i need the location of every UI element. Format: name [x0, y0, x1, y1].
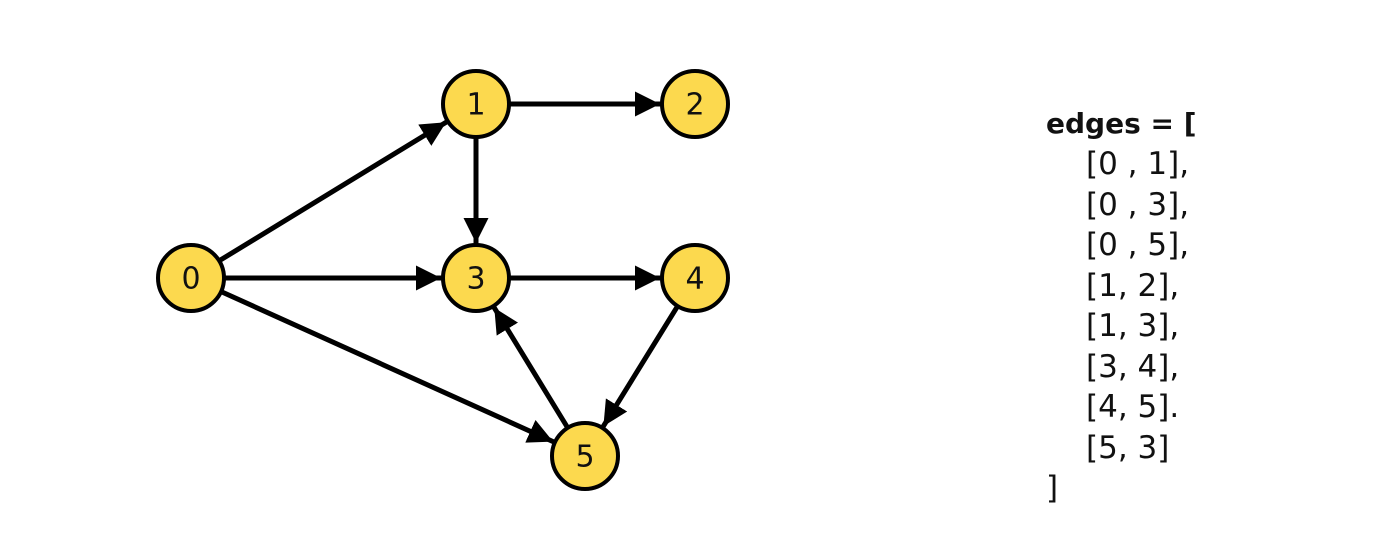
- edge-4-5: [600, 304, 680, 429]
- node-circle: [660, 69, 730, 139]
- node-circle: [550, 421, 620, 491]
- edge-5-3: [491, 305, 570, 430]
- node-3: 3: [441, 243, 511, 313]
- code-header: edges = [: [1046, 107, 1197, 140]
- node-label: 4: [685, 262, 704, 297]
- node-0: 0: [156, 243, 226, 313]
- code-line: [4, 5].: [1086, 389, 1180, 425]
- edges-code-block: edges = [ [0 , 1], [0 , 3], [0 , 5], [1,…: [1046, 104, 1197, 508]
- node-label: 5: [575, 440, 594, 475]
- node-circle: [156, 243, 226, 313]
- node-4: 4: [660, 243, 730, 313]
- code-line: [1, 3],: [1086, 308, 1180, 344]
- node-circle: [441, 69, 511, 139]
- code-footer: ]: [1046, 470, 1059, 506]
- node-label: 3: [466, 262, 485, 297]
- code-line: [0 , 5],: [1086, 227, 1190, 263]
- node-5: 5: [550, 421, 620, 491]
- code-line: [1, 2],: [1086, 267, 1180, 304]
- node-label: 0: [181, 262, 200, 297]
- node-circle: [660, 243, 730, 313]
- code-line: [3, 4],: [1086, 348, 1180, 385]
- code-line: [0 , 3],: [1086, 186, 1190, 223]
- node-1: 1: [441, 69, 511, 139]
- code-line: [0 , 1],: [1086, 146, 1190, 182]
- node-label: 2: [685, 88, 704, 123]
- node-circle: [441, 243, 511, 313]
- node-2: 2: [660, 69, 730, 139]
- edge-0-1: [217, 119, 449, 263]
- code-line: [5, 3]: [1086, 429, 1170, 466]
- edge-0-5: [219, 289, 556, 445]
- node-label: 1: [466, 88, 485, 123]
- code-lines: [0 , 1], [0 , 3], [0 , 5], [1, 2], [1, 3…: [1046, 144, 1197, 468]
- nodes-layer: 0 1 2 3 4 5: [156, 69, 730, 491]
- edges-layer: [217, 91, 680, 445]
